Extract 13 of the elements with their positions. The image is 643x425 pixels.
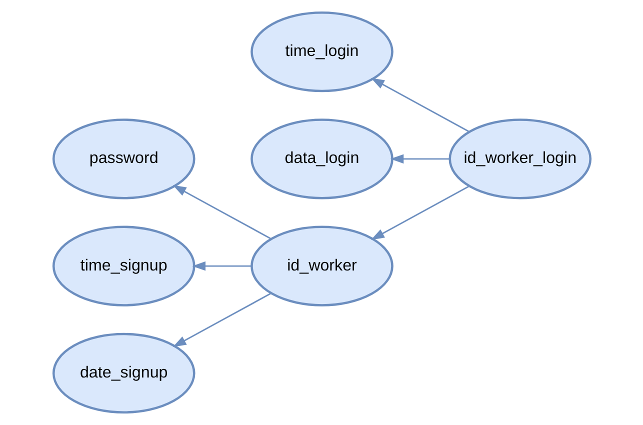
node-ellipse: time_login: [250, 12, 393, 92]
arrow: [192, 261, 251, 271]
arrow: [370, 186, 469, 240]
arrow: [390, 154, 449, 164]
node-ellipse: id_worker_login: [448, 118, 592, 200]
node-ellipse: id_worker: [250, 226, 393, 306]
arrow: [370, 78, 469, 132]
node-ellipse: date_signup: [52, 332, 195, 414]
node-ellipse: password: [52, 118, 195, 200]
node-ellipse: data_login: [250, 118, 393, 200]
node-ellipse: time_signup: [52, 226, 195, 306]
arrow: [172, 185, 271, 240]
arrow: [172, 292, 271, 347]
